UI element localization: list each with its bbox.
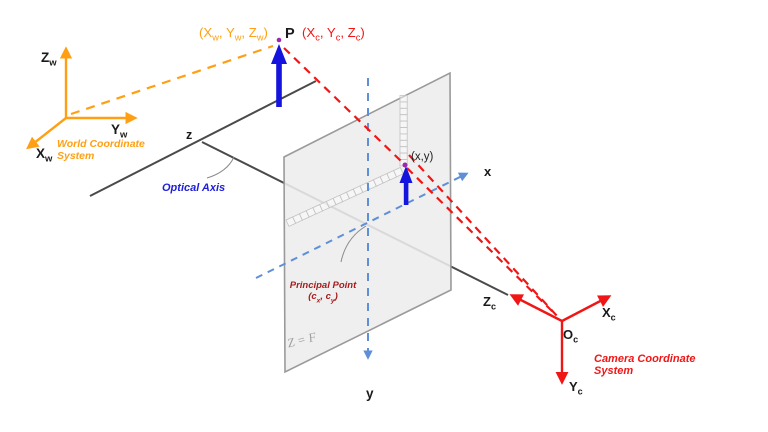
camera-point-coords-label: (Xc, Yc, Zc) <box>302 25 365 43</box>
point-p-dot <box>276 37 282 43</box>
image-x-axis-label: x <box>484 164 492 179</box>
optical-axis-z-label: z <box>186 128 192 142</box>
principal-point-label: Principal Point <box>290 280 357 291</box>
image-plane <box>283 71 452 374</box>
world-z-axis-label: Zw <box>41 50 57 69</box>
pixel-strip-horizontal <box>285 166 404 227</box>
world-point-coords-label: (Xw, Yw, Zw) <box>199 25 268 43</box>
world-y-axis-label: Yw <box>111 122 128 141</box>
image-point-label: (x,y) <box>411 151 434 163</box>
camera-y-axis-label: Yc <box>569 379 583 397</box>
projection-rays <box>283 47 559 318</box>
camera-origin-label: Oc <box>563 327 578 345</box>
world-x-axis-label: Xw <box>36 146 53 165</box>
point-p-label: P <box>285 26 295 42</box>
camera-z-axis <box>509 294 563 323</box>
ray-image-point-to-origin <box>406 167 557 316</box>
optical-axis-leader <box>206 156 235 179</box>
principal-point-leader <box>340 225 367 263</box>
world-axes <box>26 44 274 150</box>
world-system-label-line2: System <box>57 150 94 162</box>
image-point-dot <box>402 162 408 168</box>
world-system-label-line1: World Coordinate <box>57 138 145 150</box>
projection-arrow-image-point <box>399 166 413 205</box>
pixel-strip-vertical <box>399 95 408 167</box>
camera-z-axis-label: Zc <box>483 294 496 312</box>
camera-x-axis-label: Xc <box>602 305 616 323</box>
camera-axes <box>509 294 612 385</box>
camera-system-label-line2: System <box>594 365 633 377</box>
optical-axis-label: Optical Axis <box>162 182 225 194</box>
ray-secondary-to-origin <box>408 154 559 318</box>
projection-arrow-p <box>271 44 287 107</box>
world-x-axis <box>26 117 67 150</box>
camera-x-axis <box>561 295 612 323</box>
principal-point-coords: (cx, cy) <box>308 291 338 305</box>
image-y-axis-label: y <box>366 386 374 401</box>
camera-system-label-line1: Camera Coordinate <box>594 353 695 365</box>
world-to-p-ray <box>70 44 274 116</box>
plane-depth-label: Z = F <box>286 330 318 351</box>
